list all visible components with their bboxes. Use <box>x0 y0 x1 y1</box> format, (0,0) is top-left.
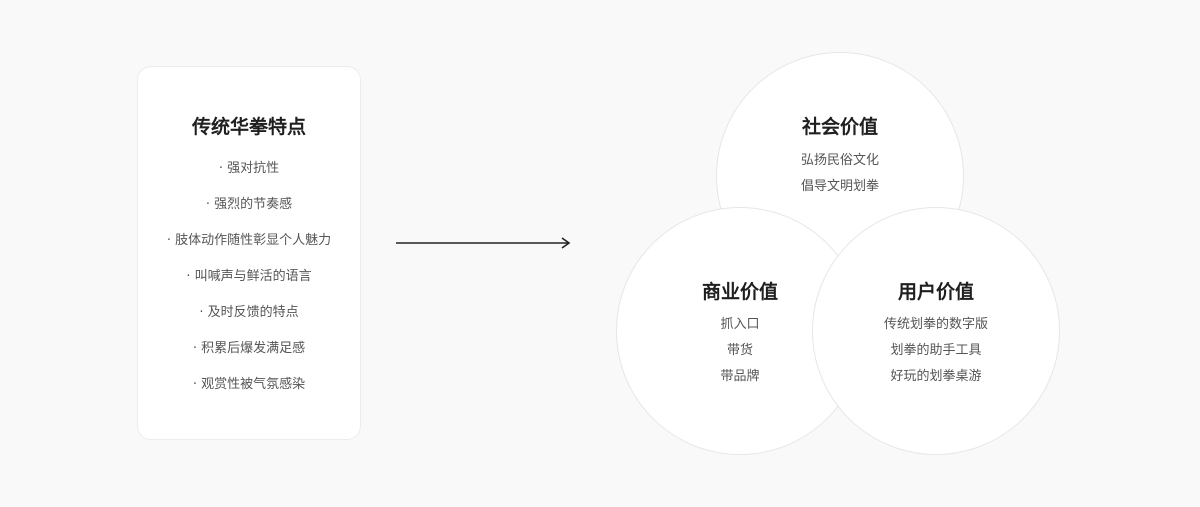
feature-item: · 积累后爆发满足感 <box>192 341 306 356</box>
commercial-value-item: 抓入口 <box>720 317 760 332</box>
social-value-list: 弘扬民俗文化 倡导文明划拳 <box>717 151 963 203</box>
social-value-item: 倡导文明划拳 <box>800 179 879 194</box>
user-value-item: 好玩的划拳桌游 <box>890 369 982 384</box>
feature-item: · 强对抗性 <box>218 161 280 176</box>
feature-item: · 肢体动作随性彰显个人魅力 <box>166 233 332 248</box>
commercial-value-title: 商业价值 <box>701 281 778 303</box>
user-value-list: 传统划拳的数字版 划拳的助手工具 好玩的划拳桌游 <box>813 315 1059 393</box>
feature-item: · 观赏性被气氛感染 <box>192 377 306 392</box>
arrow-right-icon <box>396 237 571 249</box>
social-value-title: 社会价值 <box>801 116 878 138</box>
feature-item: · 叫喊声与鲜活的语言 <box>186 269 312 284</box>
traditional-features-card: 传统华拳特点 · 强对抗性 · 强烈的节奏感 · 肢体动作随性彰显个人魅力 · … <box>137 66 361 440</box>
user-value-item: 传统划拳的数字版 <box>883 317 988 332</box>
feature-item: · 及时反馈的特点 <box>199 305 299 320</box>
feature-list: · 强对抗性 · 强烈的节奏感 · 肢体动作随性彰显个人魅力 · 叫喊声与鲜活的… <box>138 159 360 411</box>
user-value-title: 用户价值 <box>897 281 974 303</box>
user-value-item: 划拳的助手工具 <box>890 343 982 358</box>
card-title: 传统华拳特点 <box>191 116 306 138</box>
user-value-circle: 用户价值 传统划拳的数字版 划拳的助手工具 好玩的划拳桌游 <box>812 207 1060 455</box>
social-value-item: 弘扬民俗文化 <box>800 153 879 168</box>
commercial-value-list: 抓入口 带货 带品牌 <box>617 315 863 393</box>
commercial-value-item: 带品牌 <box>720 369 760 384</box>
commercial-value-item: 带货 <box>726 343 753 358</box>
feature-item: · 强烈的节奏感 <box>205 197 293 212</box>
